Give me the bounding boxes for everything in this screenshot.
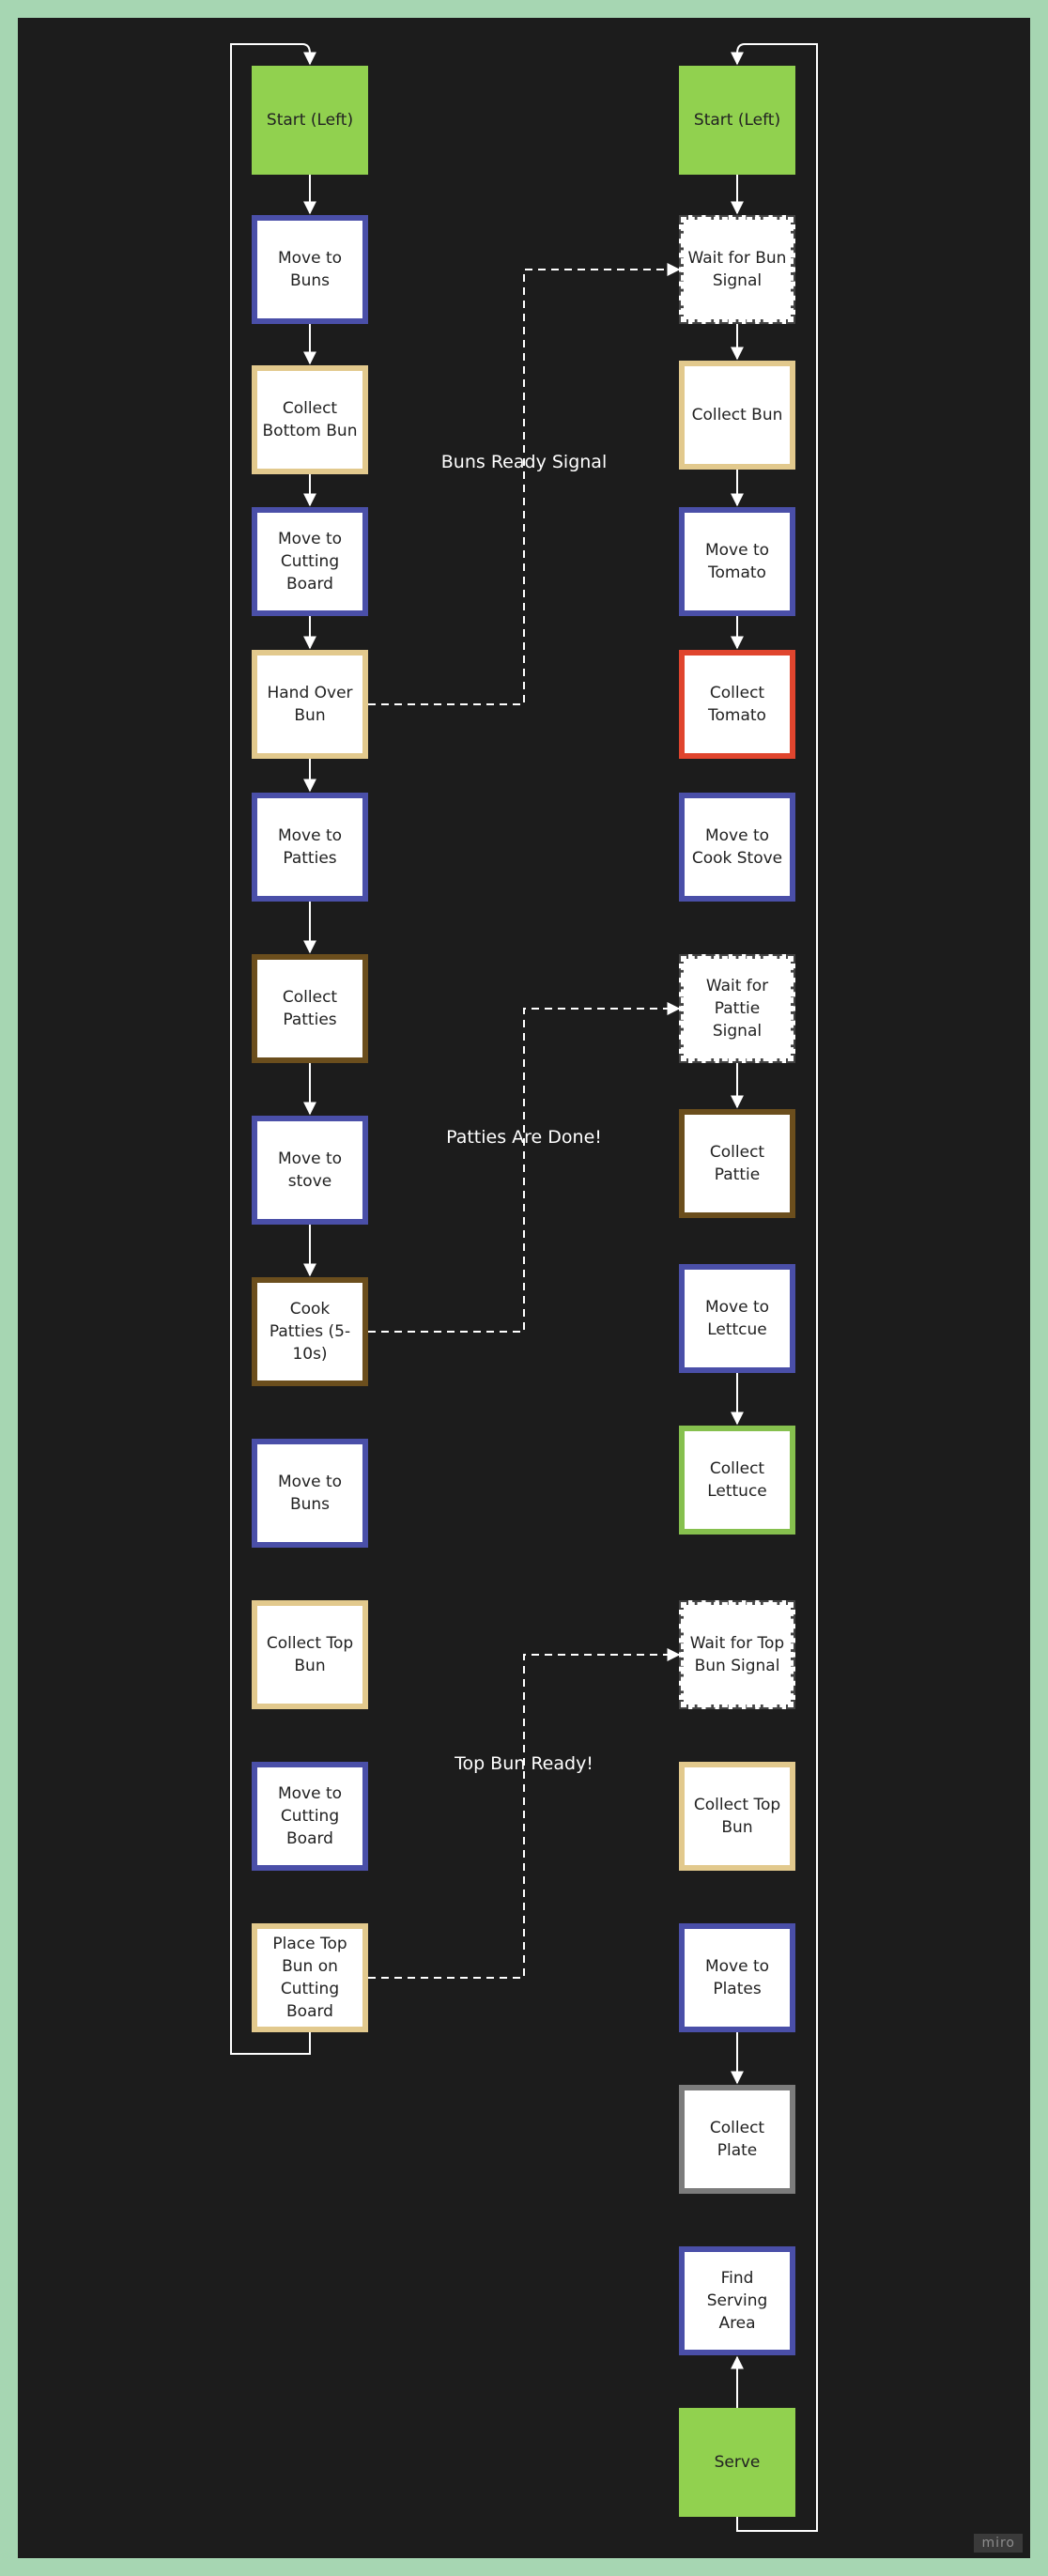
left-node-start[interactable]: Start (Left) — [252, 66, 368, 175]
signal-label-buns-ready: Buns Ready Signal — [440, 452, 608, 472]
right-node-collect-plate[interactable]: Collect Plate — [679, 2085, 795, 2194]
right-node-find-serving-area[interactable]: Find Serving Area — [679, 2246, 795, 2355]
right-node-start[interactable]: Start (Left) — [679, 66, 795, 175]
signal-arrow-top-bun — [368, 1648, 681, 1979]
right-node-collect-lettuce[interactable]: Collect Lettuce — [679, 1426, 795, 1535]
left-node-move-to-buns[interactable]: Move to Buns — [252, 215, 368, 324]
left-node-cook-patties[interactable]: Cook Patties (5-10s) — [252, 1277, 368, 1386]
left-node-move-to-cutting-board[interactable]: Move to Cutting Board — [252, 507, 368, 616]
right-loop-arrow — [731, 43, 746, 66]
left-node-place-top-bun[interactable]: Place Top Bun on Cutting Board — [252, 1923, 368, 2032]
right-node-wait-pattie-signal[interactable]: Wait for Pattie Signal — [679, 954, 795, 1063]
left-node-move-to-stove[interactable]: Move to stove — [252, 1116, 368, 1225]
signal-arrow-patties — [368, 1002, 681, 1333]
diagram-canvas: Start (Left) Move to Buns Collect Bottom… — [18, 18, 1030, 2558]
connector-layer — [230, 43, 818, 2532]
right-node-collect-bun[interactable]: Collect Bun — [679, 361, 795, 470]
right-node-move-to-cook-stove[interactable]: Move to Cook Stove — [679, 793, 795, 902]
right-node-wait-top-bun-signal[interactable]: Wait for Top Bun Signal — [679, 1600, 795, 1709]
right-node-move-to-lettuce[interactable]: Move to Lettcue — [679, 1264, 795, 1373]
right-node-move-to-plates[interactable]: Move to Plates — [679, 1923, 795, 2032]
left-loop-line — [230, 43, 311, 2055]
right-node-serve[interactable]: Serve — [679, 2408, 795, 2517]
signal-label-top-bun-ready: Top Bun Ready! — [455, 1753, 593, 1774]
left-node-collect-top-bun[interactable]: Collect Top Bun — [252, 1600, 368, 1709]
miro-watermark: miro — [974, 2534, 1023, 2553]
left-loop-arrow — [301, 43, 316, 66]
left-node-move-to-buns-2[interactable]: Move to Buns — [252, 1439, 368, 1548]
right-loop-line — [736, 43, 818, 2532]
left-node-hand-over-bun[interactable]: Hand Over Bun — [252, 650, 368, 759]
right-node-collect-pattie[interactable]: Collect Pattie — [679, 1109, 795, 1218]
right-node-wait-bun-signal[interactable]: Wait for Bun Signal — [679, 215, 795, 324]
right-node-collect-tomato[interactable]: Collect Tomato — [679, 650, 795, 759]
left-node-move-to-cutting-board-2[interactable]: Move to Cutting Board — [252, 1762, 368, 1871]
right-node-collect-top-bun[interactable]: Collect Top Bun — [679, 1762, 795, 1871]
signal-label-patties-done: Patties Are Done! — [446, 1127, 602, 1148]
left-node-move-to-patties[interactable]: Move to Patties — [252, 793, 368, 902]
left-node-collect-bottom-bun[interactable]: Collect Bottom Bun — [252, 365, 368, 474]
right-node-move-to-tomato[interactable]: Move to Tomato — [679, 507, 795, 616]
signal-arrow-buns — [368, 263, 681, 705]
left-node-collect-patties[interactable]: Collect Patties — [252, 954, 368, 1063]
